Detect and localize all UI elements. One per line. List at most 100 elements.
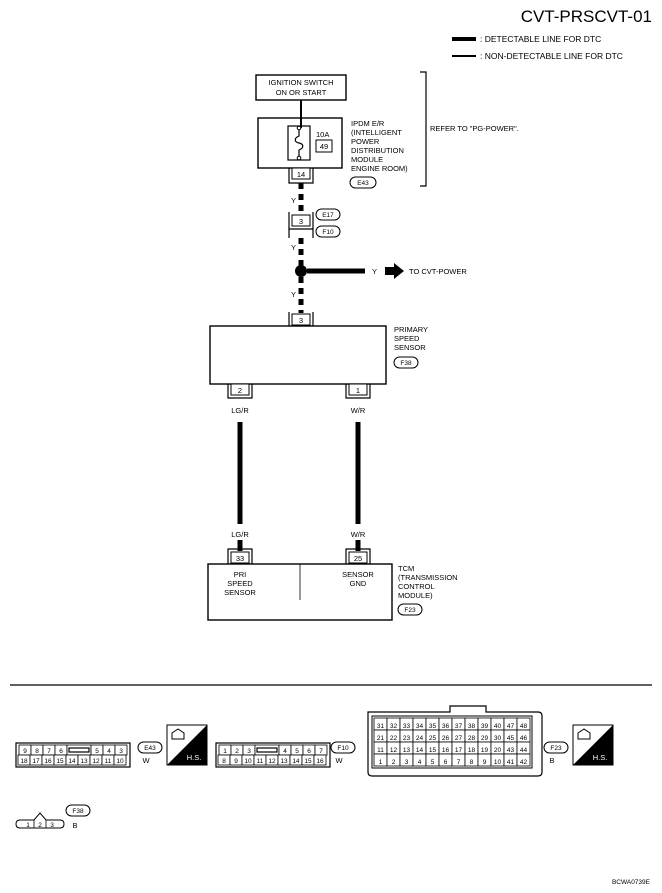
tcm-connector-oval — [397, 603, 423, 616]
f10-id-oval — [330, 741, 356, 754]
wire-left-label-top: LG/R — [231, 406, 249, 415]
e43-pin-11-label: 11 — [105, 758, 112, 765]
f23-pin-39-label: 39 — [481, 723, 489, 730]
f10-pin-8-label: 8 — [222, 758, 226, 765]
f23-pin-1-label: 1 — [379, 759, 383, 766]
branch-arrow-label: TO CVT-POWER — [409, 267, 467, 276]
e43-pin-5-label: 5 — [95, 748, 99, 755]
e43-color: W — [142, 756, 150, 765]
ipdm-label-3: DISTRIBUTION — [351, 146, 404, 155]
legend-non-detectable-text: : NON-DETECTABLE LINE FOR DTC — [480, 51, 623, 61]
ignition-switch-line1: IGNITION SWITCH — [269, 78, 334, 87]
tcm-left-label-1: SPEED — [227, 579, 253, 588]
wire-y-label-1: Y — [291, 196, 296, 205]
fuse-symbol-icon — [294, 128, 304, 158]
f23-pin-35-label: 35 — [429, 723, 437, 730]
joint-conn-b-oval — [315, 225, 341, 238]
f38-pin-2: 2 — [38, 822, 42, 829]
f23-pin-32-label: 32 — [390, 723, 398, 730]
key-slot — [68, 747, 90, 753]
f23-pin-29-label: 29 — [481, 735, 489, 742]
f10-pin-9-label: 9 — [234, 758, 238, 765]
hs-harness-side-icon-2: H.S. — [572, 724, 614, 766]
tcm-right-label-1: GND — [350, 579, 367, 588]
ipdm-connector-id: E43 — [357, 180, 369, 187]
f23-pin-38-label: 38 — [468, 723, 476, 730]
f23-inner — [371, 715, 533, 769]
pss-pin-right-box — [348, 383, 368, 396]
tcm-pin-left-bracket — [227, 548, 253, 564]
ignition-switch: IGNITION SWITCH ON OR START — [255, 74, 347, 101]
f23-pin-13-label: 13 — [403, 747, 411, 754]
ipdm-label-4: MODULE — [351, 155, 383, 164]
tcm-pin-right-box — [348, 551, 368, 564]
pss-box — [209, 325, 387, 385]
f23-pin-34-label: 34 — [416, 723, 424, 730]
pss-connector-oval — [393, 356, 419, 369]
e43-pin-8-label: 8 — [35, 748, 39, 755]
pss-label-2: SENSOR — [394, 343, 426, 352]
tcm-label-3: MODULE) — [398, 591, 433, 600]
f38-id: F38 — [72, 808, 84, 815]
hs-harness-side-icon: H.S. — [166, 724, 208, 766]
joint-bracket-top — [288, 212, 314, 230]
fuse-number: 49 — [320, 142, 328, 151]
f23-pin-31-label: 31 — [377, 723, 385, 730]
wire-y-label-3: Y — [291, 290, 296, 299]
joint-bracket-bottom — [288, 229, 314, 238]
tcm-pin-right: 25 — [354, 554, 362, 563]
ipdm-label-5: ENGINE ROOM) — [351, 164, 408, 173]
f23-pin-47-label: 47 — [507, 723, 515, 730]
joint-pin-label: 3 — [299, 217, 303, 226]
e43-pin-9-label: 9 — [23, 748, 27, 755]
f10-pin-12-label: 12 — [268, 758, 276, 765]
pss-pin-left-bracket — [227, 384, 253, 399]
f23-pin-36-label: 36 — [442, 723, 450, 730]
joint-conn-a-oval — [315, 208, 341, 221]
pin-14-box — [291, 167, 311, 180]
f23-pin-28-label: 28 — [468, 735, 476, 742]
e43-pin-10-cell — [113, 754, 127, 766]
f23-pin-2-label: 2 — [392, 759, 396, 766]
ipdm-pin-14: 14 — [288, 167, 314, 184]
e43-pin-4-label: 4 — [107, 748, 111, 755]
e43-pin-16-label: 16 — [44, 758, 52, 765]
f23-pin-9-label: 9 — [483, 759, 487, 766]
hs-triangle-1 — [167, 725, 207, 765]
f23-pin-25-label: 25 — [429, 735, 437, 742]
f10-pin-5-label: 5 — [295, 748, 299, 755]
e43-pin-14-label: 14 — [68, 758, 76, 765]
tcm-pin-left-box — [230, 551, 250, 564]
f23-pin-12-label: 12 — [390, 747, 398, 754]
f10-pin-14-label: 14 — [292, 758, 300, 765]
f23-pin-22-label: 22 — [390, 735, 398, 742]
joint-conn-b: F10 — [322, 229, 334, 236]
pss-connector: F38 — [400, 360, 412, 367]
f10-pin-13-label: 13 — [280, 758, 288, 765]
f23-pin-10-label: 10 — [494, 759, 502, 766]
f23-pin-43-label: 43 — [507, 747, 515, 754]
diagram-title: CVT-PRSCVT-01 — [521, 7, 652, 26]
f10-pin-1-label: 1 — [223, 748, 227, 755]
e43-pin-3-label: 3 — [119, 748, 123, 755]
e43-pin-12-label: 12 — [92, 758, 100, 765]
f23-pin-3-label: 3 — [405, 759, 409, 766]
f23-pin-42-label: 42 — [520, 759, 528, 766]
pss-label-0: PRIMARY — [394, 325, 428, 334]
f23-pin-42-cell — [516, 753, 531, 767]
hand-plug-icon — [171, 728, 185, 740]
f10-pin-2-label: 2 — [235, 748, 239, 755]
key-slot — [256, 747, 278, 753]
primary-speed-sensor: 3 PRIMARY SPEED SENSOR F38 2 1 — [209, 312, 428, 399]
tcm-module: 33 25 PRI SPEED SENSOR SENSOR GND TCM (T… — [207, 548, 458, 621]
e43-pin-6-label: 6 — [59, 748, 63, 755]
e43-pin-7-label: 7 — [47, 748, 51, 755]
tcm-left-label-2: SENSOR — [224, 588, 256, 597]
ipdm-connector-oval — [349, 176, 377, 189]
tcm-pin-left: 33 — [236, 554, 244, 563]
e43-pin-15-label: 15 — [56, 758, 64, 765]
joint-pin-box — [291, 214, 311, 227]
f23-id-oval — [543, 741, 569, 754]
